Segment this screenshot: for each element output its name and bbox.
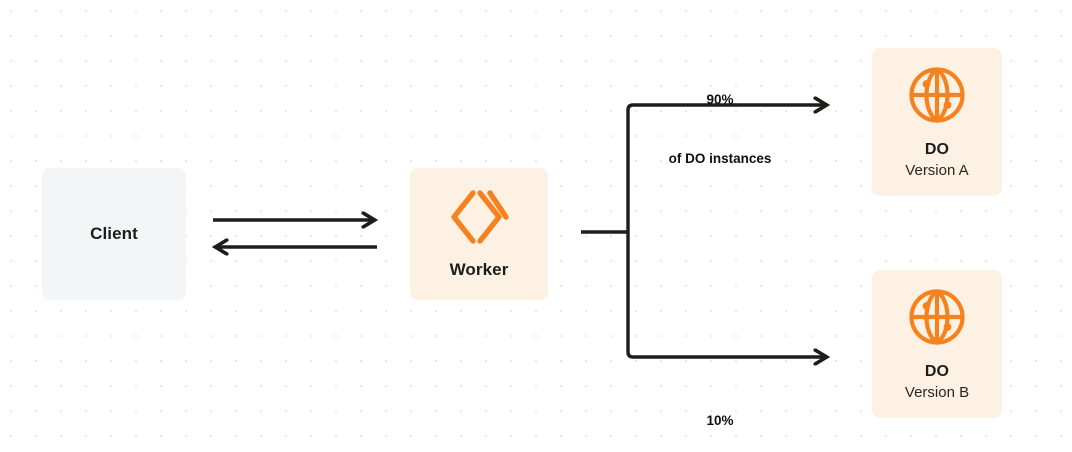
node-worker-label: Worker (449, 259, 509, 279)
globe-icon (906, 64, 968, 126)
node-client-label: Client (90, 223, 138, 243)
node-do-b-version: Version B (904, 383, 970, 401)
workers-logo-icon (447, 188, 511, 246)
node-do-a-version: Version A (905, 161, 969, 179)
edge-label-10-percent-line1: 10% (706, 413, 734, 429)
edge-label-90-percent: 90% of DO instances (620, 51, 820, 208)
node-client: Client (42, 168, 186, 300)
edge-label-90-percent-line1: 90% (706, 92, 734, 108)
node-do-b-label: DO (924, 362, 950, 380)
globe-icon (906, 286, 968, 348)
edge-label-90-percent-line2: of DO instances (668, 150, 772, 166)
node-do-version-a: DO Version A (872, 48, 1002, 196)
node-worker: Worker (410, 168, 548, 300)
node-do-a-label: DO (924, 140, 950, 158)
edge-label-10-percent: 10% of DO instances (620, 372, 820, 452)
node-do-version-b: DO Version B (872, 270, 1002, 418)
edge-worker-to-do-b (626, 232, 826, 357)
